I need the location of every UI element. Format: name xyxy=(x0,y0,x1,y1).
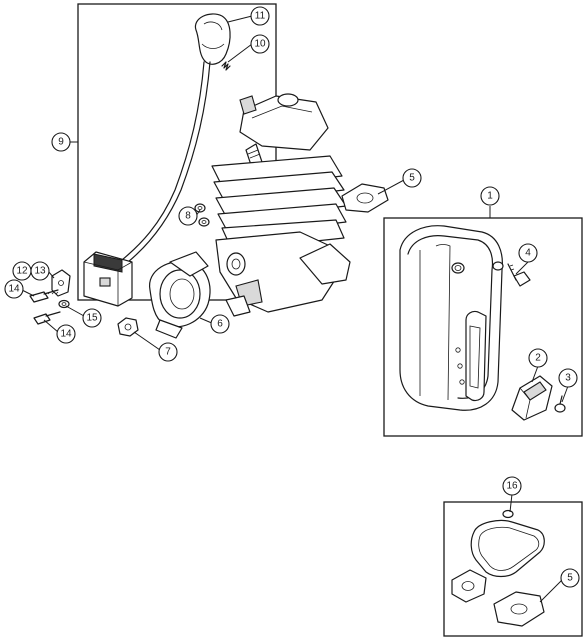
callout-5-upper-label: 5 xyxy=(409,173,415,184)
gasket-kit-box xyxy=(443,501,583,637)
muffler-bolt xyxy=(507,263,531,287)
gasket-kit-cover-gasket xyxy=(470,509,545,578)
muffler xyxy=(399,225,504,411)
flywheel xyxy=(149,251,211,339)
callout-6-label: 6 xyxy=(217,319,223,330)
callout-16: 16 xyxy=(502,476,522,496)
callout-13-label: 13 xyxy=(34,266,46,277)
callout-14-lower: 14 xyxy=(56,324,76,344)
ignition-lead-wire xyxy=(121,61,205,261)
callout-7: 7 xyxy=(158,342,178,362)
callout-16-label: 16 xyxy=(506,481,518,492)
callout-9-label: 9 xyxy=(58,137,64,148)
callout-6: 6 xyxy=(210,314,230,334)
ground-bracket xyxy=(51,269,71,297)
spark-plug-boot xyxy=(194,13,231,65)
callout-11: 11 xyxy=(250,6,270,26)
muffler-stud-nuts xyxy=(194,203,210,227)
callout-14-lower-label: 14 xyxy=(60,329,72,340)
callout-5-lower: 5 xyxy=(560,568,580,588)
callout-2-label: 2 xyxy=(535,353,541,364)
callout-10: 10 xyxy=(250,34,270,54)
callout-8-label: 8 xyxy=(185,211,191,222)
muffler-group-box xyxy=(383,217,583,437)
callout-14-upper-label: 14 xyxy=(8,284,20,295)
flywheel-nut xyxy=(117,317,139,337)
deflector-screw xyxy=(554,395,566,413)
callout-15: 15 xyxy=(82,308,102,328)
exhaust-deflector xyxy=(511,375,553,421)
callout-1: 1 xyxy=(480,186,500,206)
callout-4: 4 xyxy=(518,243,538,263)
callout-15-label: 15 xyxy=(86,313,98,324)
callout-5-upper: 5 xyxy=(402,168,422,188)
ignition-screw-upper xyxy=(29,289,59,303)
callout-9: 9 xyxy=(51,132,71,152)
gasket-kit-small-gasket xyxy=(451,569,487,603)
callout-7-label: 7 xyxy=(165,347,171,358)
callout-3-label: 3 xyxy=(565,373,571,384)
leader-lines xyxy=(21,15,569,603)
gasket-kit-exhaust-gasket xyxy=(493,591,545,627)
ignition-screw-lower xyxy=(33,311,61,325)
callout-14-upper: 14 xyxy=(4,279,24,299)
callout-12-label: 12 xyxy=(16,266,28,277)
callout-13: 13 xyxy=(30,261,50,281)
callout-4-label: 4 xyxy=(525,248,531,259)
callout-2: 2 xyxy=(528,348,548,368)
callout-5-lower-label: 5 xyxy=(567,573,573,584)
engine-cylinder xyxy=(211,93,351,317)
callout-11-label: 11 xyxy=(255,11,266,22)
callout-10-label: 10 xyxy=(254,39,266,50)
callout-3: 3 xyxy=(558,368,578,388)
callout-1-label: 1 xyxy=(487,191,493,202)
ignition-module xyxy=(83,251,133,307)
exhaust-gasket xyxy=(341,183,389,213)
callout-12: 12 xyxy=(12,261,32,281)
boot-spring xyxy=(221,61,231,71)
callout-8: 8 xyxy=(178,206,198,226)
